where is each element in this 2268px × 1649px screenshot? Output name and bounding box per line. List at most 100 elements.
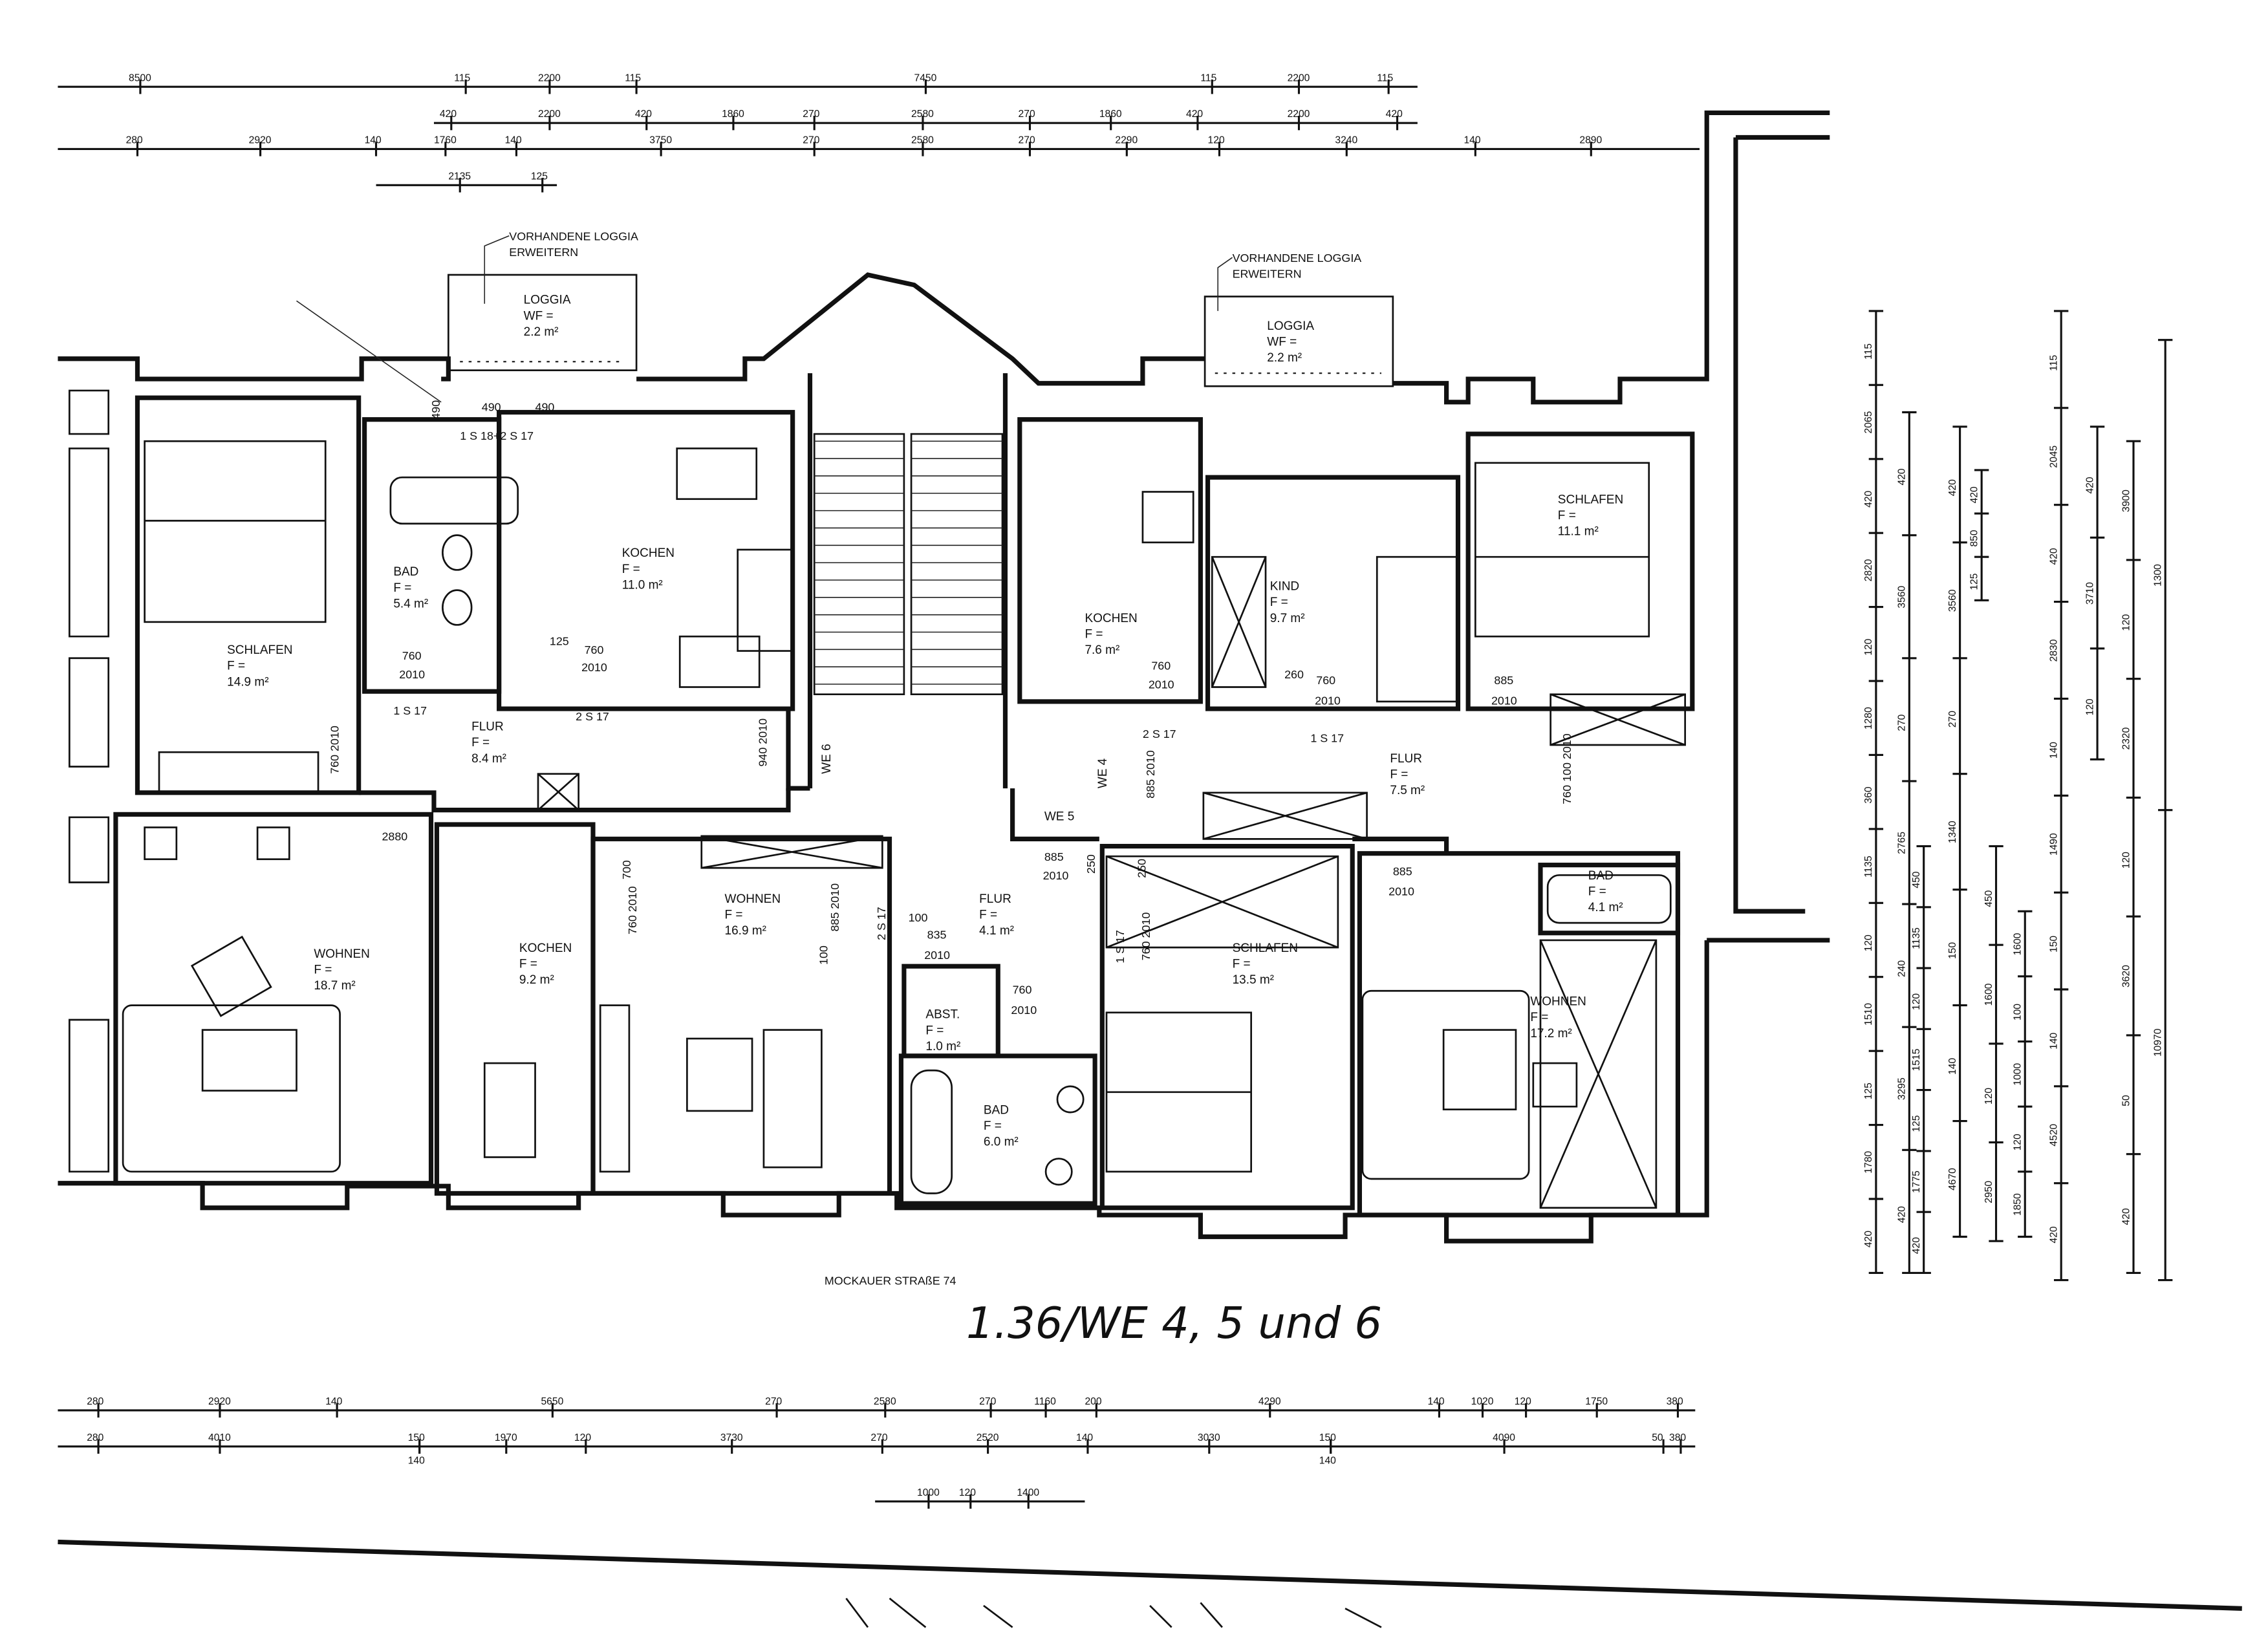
door-dimension: 2 S 17 <box>1143 727 1176 740</box>
door-dimension: 885 2010 <box>1144 750 1157 799</box>
door-dimension: 760 2010 <box>1139 912 1152 961</box>
dimension-label: 270 <box>1019 135 1035 146</box>
dimension-label: 1600 <box>1983 983 1994 1006</box>
room-name: BAD <box>1588 869 1614 883</box>
bottom-border-line <box>58 1539 2242 1611</box>
dimension-label: 420 <box>1386 109 1403 120</box>
dimension-label: 3240 <box>1335 135 1357 146</box>
dimension-label: 2200 <box>1288 72 1310 83</box>
dimension-label: 2065 <box>1863 411 1874 433</box>
dimension-label: 270 <box>803 135 819 146</box>
room-area-prefix: F = <box>984 1119 1002 1133</box>
dimension-label: 140 <box>365 135 382 146</box>
dimension-label: 420 <box>2048 1226 2059 1243</box>
dimension-label: 3900 <box>2121 490 2132 512</box>
dimension-label: 380 <box>1667 1396 1683 1407</box>
dimension-label: 420 <box>1863 1231 1874 1247</box>
door-dimension: 250 <box>1085 854 1097 874</box>
room-area-prefix: F = <box>1270 596 1288 609</box>
dimension-label: 4090 <box>1493 1432 1515 1443</box>
room-name: ABST. <box>925 1008 960 1022</box>
room-name: KIND <box>1270 580 1299 594</box>
door-dimension: 760 <box>1013 984 1032 997</box>
dimension-label: 1600 <box>2013 932 2024 955</box>
dimension-label: 115 <box>1863 343 1874 360</box>
door-dimension: 760 2010 <box>328 726 341 774</box>
dimension-label: 1135 <box>1863 856 1874 878</box>
room-area-prefix: F = <box>1558 509 1576 523</box>
door-dimension: 700 <box>620 860 633 879</box>
dimension-label: 420 <box>1969 486 1980 503</box>
dimension-label: 1760 <box>434 135 457 146</box>
room-name: SCHLAFEN <box>1233 942 1298 955</box>
dimension-label: 240 <box>1897 960 1908 977</box>
dimension-label: 115 <box>454 72 470 83</box>
loggia-note-line1: VORHANDENE LOGGIA <box>1233 252 1362 264</box>
dimension-label: 420 <box>440 109 457 120</box>
dimension-label: 120 <box>2013 1134 2024 1150</box>
room-name: WOHNEN <box>725 892 781 906</box>
dimension-label: 125 <box>1911 1115 1922 1132</box>
dimension-label: 2200 <box>1288 109 1310 120</box>
dimension-label: 1510 <box>1863 1003 1874 1026</box>
room-name: KOCHEN <box>1085 612 1137 625</box>
door-dimension: 2010 <box>924 949 950 962</box>
dimension-label: 2290 <box>1115 135 1138 146</box>
door-dimension: 100 <box>817 945 830 965</box>
dimension-label: 2920 <box>249 135 272 146</box>
dimension-label: 5650 <box>541 1396 563 1407</box>
room-area: 9.7 m² <box>1270 612 1305 625</box>
door-dimension: 2010 <box>1043 869 1069 882</box>
dimension-label: 420 <box>1863 490 1874 507</box>
door-dimension: 490 <box>482 400 501 413</box>
dimension-label: 2580 <box>911 135 934 146</box>
door-dimension: 2010 <box>1315 694 1341 707</box>
dimension-label: 3730 <box>720 1432 743 1443</box>
door-dimension: 885 <box>1393 865 1412 878</box>
dimension-label: 120 <box>2121 852 2132 868</box>
door-dimension: 2010 <box>1388 885 1414 898</box>
dimension-label: 100 <box>2013 1004 2024 1020</box>
scribble <box>845 1597 1382 1628</box>
door-dimension: 760 2010 <box>626 886 639 934</box>
dimension-label: 120 <box>1208 135 1225 146</box>
room-area-prefix: F = <box>519 957 537 971</box>
dimension-label: 1780 <box>1863 1151 1874 1174</box>
door-dimension: 125 <box>550 635 569 648</box>
room-area-prefix: F = <box>925 1024 944 1037</box>
door-dimension: 2 S 17 <box>875 907 888 940</box>
dimension-label: 150 <box>1947 942 1958 959</box>
room-name: SCHLAFEN <box>227 643 292 657</box>
dimension-label: 270 <box>870 1432 887 1443</box>
dimension-label: 2135 <box>448 171 471 182</box>
dimension-label: 140 <box>1428 1396 1445 1407</box>
door-dimension: 760 <box>1316 674 1335 687</box>
room-area: 4.1 m² <box>1588 901 1623 914</box>
room-area-prefix: F = <box>1085 627 1103 641</box>
room-area-prefix: F = <box>979 908 997 921</box>
room-area-prefix: F = <box>1530 1011 1548 1024</box>
furniture <box>122 440 1672 1194</box>
room-area-prefix: F = <box>725 908 743 921</box>
room-area: 16.9 m² <box>725 924 766 938</box>
room-area: 14.9 m² <box>227 675 268 689</box>
dimension-label: 150 <box>408 1432 425 1443</box>
dimension-label: 420 <box>1897 1206 1908 1223</box>
dimension-label: 200 <box>1085 1396 1101 1407</box>
dimension-label: 120 <box>1515 1396 1531 1407</box>
room-area: 11.0 m² <box>622 578 663 592</box>
room-area: 11.1 m² <box>1558 525 1599 539</box>
dimension-label: 270 <box>803 109 819 120</box>
dimension-label: 2765 <box>1897 832 1908 854</box>
dimension-label: 420 <box>2084 477 2095 493</box>
